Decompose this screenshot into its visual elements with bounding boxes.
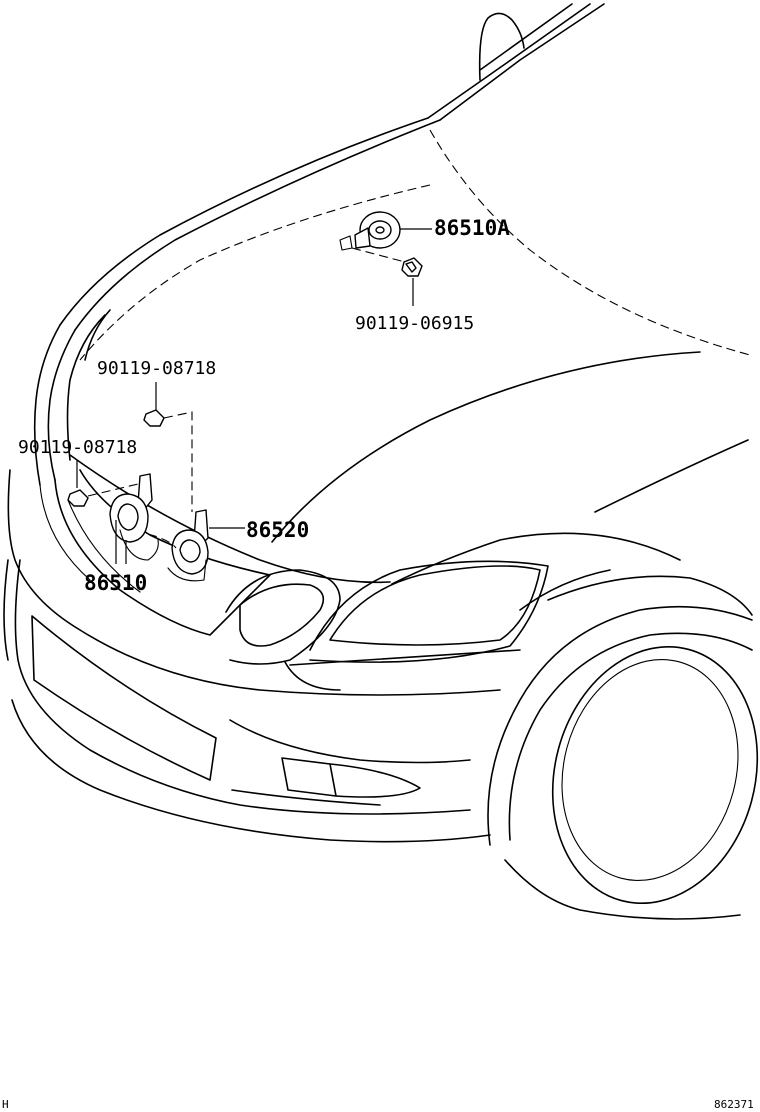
drawing-number: 862371 [714, 1098, 754, 1111]
callout-bolt-left-top: 90119-08718 [97, 358, 216, 379]
horn-low-part [109, 493, 209, 582]
callout-bolt-left-bottom: 90119-08718 [18, 437, 137, 458]
callout-horn-low: 86510 [84, 571, 147, 595]
callout-bolt-upper: 90119-06915 [355, 313, 474, 334]
callout-horn-high: 86510A [434, 216, 510, 240]
corner-mark-left: H [2, 1098, 9, 1111]
bolt-left-top-part [143, 409, 193, 512]
horn-high-part [339, 211, 401, 251]
bolt-left-bottom-part [67, 483, 139, 507]
car-body-outline [3, 3, 759, 920]
callout-bracket: 86520 [246, 518, 309, 542]
bolt-upper-part [351, 247, 423, 277]
